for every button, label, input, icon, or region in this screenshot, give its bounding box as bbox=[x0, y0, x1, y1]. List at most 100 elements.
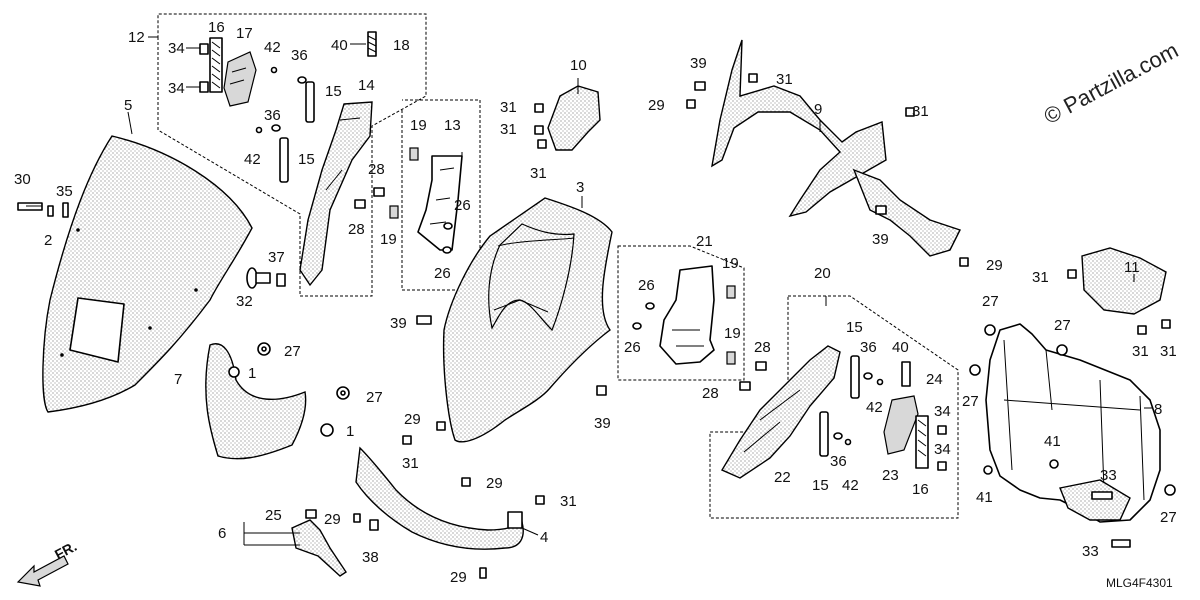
screw-31d bbox=[534, 125, 544, 135]
nut-26a bbox=[443, 222, 453, 230]
screw-30 bbox=[17, 202, 43, 211]
callout-33: 33 bbox=[1100, 467, 1117, 484]
callout-31: 31 bbox=[1132, 343, 1149, 360]
callout-27: 27 bbox=[962, 393, 979, 410]
callout-31: 31 bbox=[560, 493, 577, 510]
nut-41a bbox=[1049, 459, 1059, 469]
callout-4: 4 bbox=[540, 529, 548, 546]
callout-36: 36 bbox=[830, 453, 847, 470]
callout-28: 28 bbox=[368, 161, 385, 178]
callout-39: 39 bbox=[390, 315, 407, 332]
windscreen-part bbox=[42, 135, 253, 413]
frame-9 bbox=[711, 39, 961, 257]
screw-31f bbox=[748, 73, 758, 83]
callout-16: 16 bbox=[208, 19, 225, 36]
bolt-28b bbox=[354, 199, 366, 209]
screw-29d bbox=[353, 513, 361, 523]
callout-15: 15 bbox=[846, 319, 863, 336]
nut-27f bbox=[1164, 484, 1176, 496]
callout-6: 6 bbox=[218, 525, 226, 542]
callout-13: 13 bbox=[444, 117, 461, 134]
callout-14: 14 bbox=[358, 77, 375, 94]
rubber-strip-16 bbox=[209, 37, 223, 93]
callout-1: 1 bbox=[248, 365, 256, 382]
watermark-text: © Partzilla.com bbox=[1040, 37, 1183, 129]
screw-29f bbox=[959, 257, 969, 267]
spring-18 bbox=[367, 31, 377, 57]
bracket-11 bbox=[1081, 247, 1167, 315]
callout-36: 36 bbox=[860, 339, 877, 356]
grommet-37 bbox=[276, 273, 286, 287]
inner-panel-4 bbox=[355, 446, 524, 550]
screw-31c bbox=[534, 103, 544, 113]
callout-5: 5 bbox=[124, 97, 132, 114]
bolt-34b bbox=[199, 81, 209, 93]
callout-16: 16 bbox=[912, 481, 929, 498]
front-label: FR. bbox=[52, 538, 79, 563]
callout-19: 19 bbox=[722, 255, 739, 272]
diagram-code: MLG4F4301 bbox=[1106, 576, 1173, 590]
washer-36a bbox=[297, 76, 307, 84]
callout-11: 11 bbox=[1124, 259, 1140, 276]
callout-42: 42 bbox=[264, 39, 281, 56]
callout-9: 9 bbox=[814, 101, 822, 118]
callout-10: 10 bbox=[570, 57, 587, 74]
callout-26: 26 bbox=[624, 339, 641, 356]
callout-31: 31 bbox=[1160, 343, 1177, 360]
callout-20: 20 bbox=[814, 265, 831, 282]
bolt-34d bbox=[937, 461, 947, 471]
bolt-33a bbox=[1091, 491, 1113, 500]
screw-31e bbox=[537, 139, 547, 149]
callout-35: 35 bbox=[56, 183, 73, 200]
callout-28: 28 bbox=[348, 221, 365, 238]
callout-42: 42 bbox=[866, 399, 883, 416]
callout-labels: 12 16 17 42 36 40 18 34 34 15 14 5 36 42… bbox=[14, 19, 1177, 586]
callout-3: 3 bbox=[576, 179, 584, 196]
callout-27: 27 bbox=[1054, 317, 1071, 334]
nut-26d bbox=[632, 322, 642, 330]
nut-26c bbox=[645, 302, 655, 310]
bolt-34a bbox=[199, 43, 209, 55]
callout-24: 24 bbox=[926, 371, 943, 388]
callout-41: 41 bbox=[1044, 433, 1061, 450]
nut-27e bbox=[969, 364, 981, 376]
bracket-17 bbox=[223, 51, 257, 107]
callout-7: 7 bbox=[174, 371, 182, 388]
screw-31b bbox=[535, 495, 545, 505]
callout-39: 39 bbox=[690, 55, 707, 72]
callout-40: 40 bbox=[892, 339, 909, 356]
bolt-28c bbox=[755, 361, 767, 371]
washer-36d bbox=[833, 432, 843, 440]
rod-15d bbox=[819, 411, 829, 457]
stay-14 bbox=[299, 101, 373, 287]
callout-28: 28 bbox=[754, 339, 771, 356]
callout-27: 27 bbox=[1160, 509, 1177, 526]
upper-cowl-3 bbox=[442, 197, 613, 443]
nut-27d bbox=[1056, 344, 1068, 356]
callout-29: 29 bbox=[450, 569, 467, 586]
callout-15: 15 bbox=[812, 477, 829, 494]
grommet-1a bbox=[228, 366, 240, 378]
clip-39c bbox=[694, 81, 706, 91]
callout-8: 8 bbox=[1154, 401, 1162, 418]
callout-34: 34 bbox=[168, 80, 185, 97]
callout-27: 27 bbox=[366, 389, 383, 406]
stay-22 bbox=[720, 345, 841, 479]
nut-35 bbox=[62, 202, 69, 218]
nut-27a bbox=[257, 342, 271, 356]
bolt-28a bbox=[373, 187, 385, 197]
rod-15c bbox=[850, 355, 860, 399]
callout-22: 22 bbox=[774, 469, 791, 486]
bracket-10 bbox=[547, 85, 601, 151]
callout-31: 31 bbox=[530, 165, 547, 182]
screw-29b bbox=[461, 477, 471, 487]
lower-cover-7 bbox=[205, 343, 307, 460]
callout-34: 34 bbox=[934, 403, 951, 420]
callout-36: 36 bbox=[264, 107, 281, 124]
clip-39d bbox=[875, 205, 887, 215]
callout-29: 29 bbox=[648, 97, 665, 114]
clip-38 bbox=[369, 519, 379, 531]
callout-29: 29 bbox=[486, 475, 503, 492]
clip-19c bbox=[726, 285, 736, 299]
